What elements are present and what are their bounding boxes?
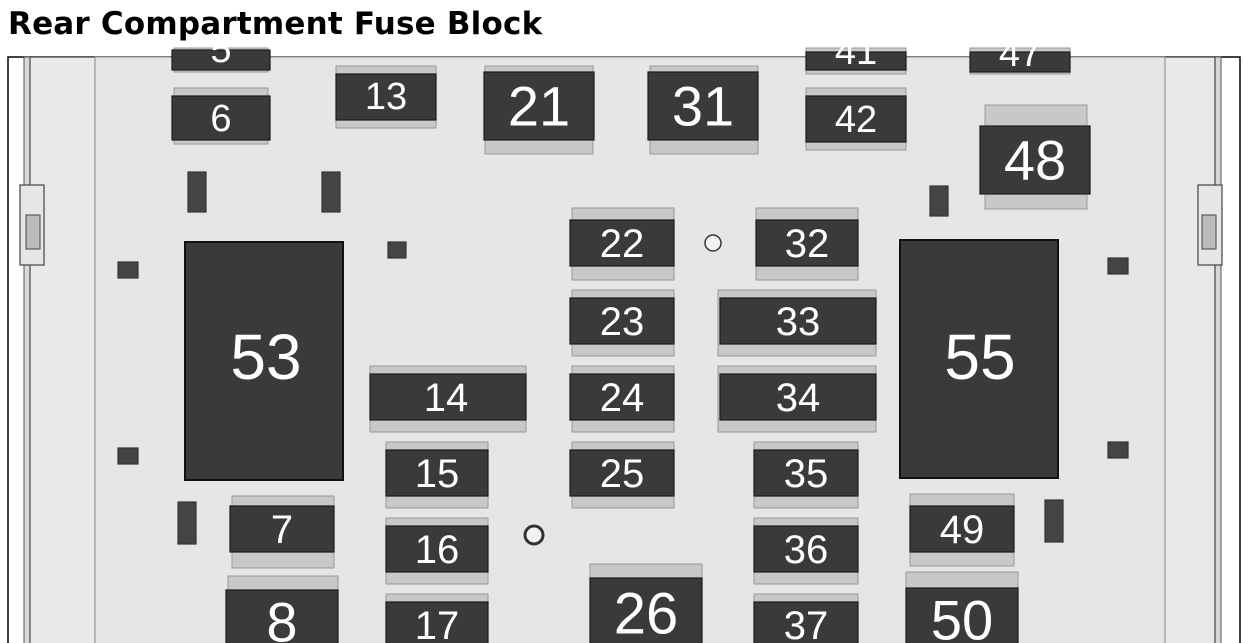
fuse-31-body [647,71,759,141]
fuse-23-label: 23 [600,300,645,344]
fuse-17-label: 17 [415,604,460,643]
fuse-36-body [753,525,859,573]
fuse-36-label: 36 [784,528,829,572]
fuse-16-body [385,525,489,573]
fuse-34-body [719,373,877,421]
relay-53 [184,241,344,481]
fuse-23-body [569,297,675,345]
fuse-34-label: 34 [776,376,821,420]
fuse-26-body [589,577,703,643]
fuse-13-body [335,73,437,121]
fuse-41-label: 41 [835,31,877,73]
fuse-24-body [569,373,675,421]
fuse-25-label: 25 [600,452,645,496]
fuse-49-label: 49 [940,508,985,552]
fuse-5-label: 5 [210,29,231,71]
fuse-47-label: 47 [999,33,1041,75]
fuse-7-label: 7 [271,508,293,552]
fuse-15-label: 15 [415,452,460,496]
fuse-22-label: 22 [600,222,645,266]
fuse-37-label: 37 [784,604,829,643]
relay-55 [899,239,1059,479]
fuse-13-label: 13 [365,76,407,118]
fuse-21-label: 21 [508,75,570,138]
fuse-49-body [909,505,1015,553]
fuse-16-label: 16 [415,528,460,572]
right-clip-tab [1201,214,1217,250]
fuse-33-body [719,297,877,345]
fuse-7-body [229,505,335,553]
fuse-50-label: 50 [931,589,993,643]
fuse-6-label: 6 [210,98,231,140]
housing-left-rail [23,56,31,643]
fuse-8-label: 8 [266,591,297,643]
fuse-26-label: 26 [614,582,679,643]
fuse-32-label: 32 [785,222,830,266]
left-clip-tab [25,214,41,250]
fuse-48-label: 48 [1004,129,1066,192]
fuse-14-label: 14 [424,376,469,420]
fuse-21-body [483,71,595,141]
fuse-42-label: 42 [835,99,877,141]
fuse-14-body [369,373,527,421]
fuse-25-body [569,449,675,497]
fuse-5-body [171,49,271,71]
relay-55-label: 55 [944,321,1015,393]
relay-53-label: 53 [230,321,301,393]
fuse-33-label: 33 [776,300,821,344]
fuse-41-body [805,51,907,71]
fuse-15-body [385,449,489,497]
fuse-24-label: 24 [600,376,645,420]
fuse-32-body [755,219,859,267]
mount-hole [704,234,722,252]
fuse-37-body [753,601,859,643]
relay-55-brackets [929,185,1129,543]
fuse-8-body [225,589,339,643]
fuse-31-label: 31 [672,75,734,138]
fuse-bodies [171,49,1091,643]
fuse-47-body [969,51,1071,73]
page-title: Rear Compartment Fuse Block [8,6,543,42]
fuse-22-body [569,219,675,267]
fuse-17-body [385,601,489,643]
fuse-42-body [805,95,907,143]
fuse-35-label: 35 [784,452,829,496]
relay-53-brackets [117,171,407,545]
fuse-48-body [979,125,1091,195]
fuse-50-body [905,587,1019,643]
fuse-35-body [753,449,859,497]
mount-hole [523,524,545,546]
housing-right-rail [1214,56,1222,643]
fuse-6-body [171,95,271,141]
